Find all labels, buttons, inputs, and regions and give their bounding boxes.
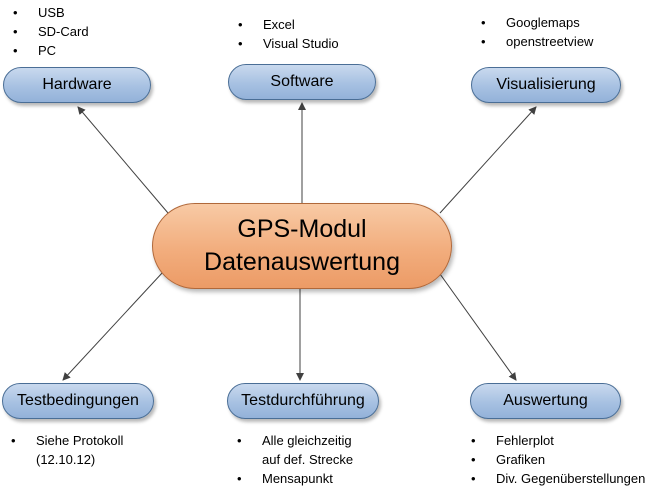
node-software: Software: [228, 64, 376, 100]
bullet-dot-icon: •: [237, 471, 242, 486]
bullet-item: •Fehlerplot: [471, 433, 554, 448]
arrow-to-testbedingungen: [62, 271, 164, 381]
auswertung-bullets: •Fehlerplot •Grafiken •Div. Gegenüberste…: [467, 431, 645, 488]
visualisierung-bullets: •Googlemaps •openstreetview: [477, 13, 593, 51]
bullet-dot-icon: •: [471, 452, 476, 467]
center-title-line-1: GPS-Modul: [237, 215, 367, 243]
bullet-item: •Grafiken: [471, 452, 546, 467]
bullet-dot-icon: •: [238, 17, 243, 32]
bullet-item: •PC: [13, 43, 57, 58]
bullet-item: •openstreetview: [481, 34, 594, 49]
node-center: GPS-Modul Datenauswertung: [152, 203, 452, 289]
bullet-dot-icon: •: [238, 36, 243, 51]
bullet-item: •Excel: [238, 17, 295, 32]
bullet-dot-icon: •: [471, 471, 476, 486]
center-title-line-2: Datenauswertung: [204, 248, 400, 276]
arrow-to-auswertung: [439, 273, 517, 381]
node-testdurchfuehrung: Testdurchführung: [227, 383, 379, 419]
node-hardware: Hardware: [3, 67, 151, 103]
node-visualisierung: Visualisierung: [471, 67, 621, 103]
node-label: Testbedingungen: [17, 392, 139, 409]
bullet-item: •SD-Card: [13, 24, 89, 39]
arrow-to-visualisierung: [439, 106, 537, 214]
bullet-dot-icon: •: [13, 5, 18, 20]
bullet-item: •Visual Studio: [238, 36, 339, 51]
node-label: Visualisierung: [496, 76, 596, 93]
bullet-dot-icon: •: [13, 24, 18, 39]
bullet-dot-icon: •: [471, 433, 476, 448]
hardware-bullets: •USB •SD-Card •PC: [9, 3, 89, 60]
bullet-dot-icon: •: [13, 43, 18, 58]
bullet-dot-icon: •: [237, 433, 242, 448]
software-bullets: •Excel •Visual Studio: [234, 15, 339, 53]
node-label: Auswertung: [503, 392, 588, 409]
bullet-dot-icon: •: [481, 34, 486, 49]
node-label: Hardware: [42, 76, 112, 93]
node-label: Software: [270, 73, 334, 90]
node-auswertung: Auswertung: [470, 383, 621, 419]
arrow-to-hardware: [77, 106, 169, 214]
bullet-item: •Siehe Protokoll(12.10.12): [11, 433, 124, 467]
testbedingungen-bullets: •Siehe Protokoll(12.10.12): [7, 431, 123, 469]
bullet-item: •Mensapunkt: [237, 471, 333, 486]
bullet-dot-icon: •: [481, 15, 486, 30]
node-testbedingungen: Testbedingungen: [2, 383, 154, 419]
node-label: Testdurchführung: [241, 392, 365, 409]
bullet-item: •USB: [13, 5, 65, 20]
bullet-item: •Googlemaps: [481, 15, 580, 30]
bullet-item: •Div. Gegenüberstellungen: [471, 471, 646, 486]
bullet-dot-icon: •: [11, 433, 16, 448]
